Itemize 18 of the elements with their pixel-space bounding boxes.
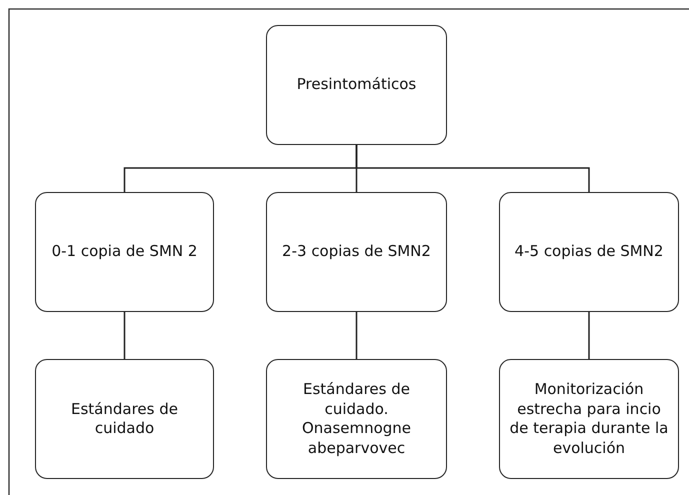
box-label: 0-1 copia de SMN 2 bbox=[52, 242, 198, 262]
box-label: 4-5 copias de SMN2 bbox=[514, 242, 664, 262]
rounded-box bbox=[499, 192, 679, 312]
rounded-box bbox=[35, 192, 214, 312]
box-label: 2-3 copias de SMN2 bbox=[282, 242, 431, 262]
connector-line bbox=[124, 312, 126, 359]
box-label: Estándares de cuidado bbox=[70, 400, 179, 438]
rounded-box bbox=[35, 359, 214, 479]
rounded-box bbox=[266, 25, 447, 145]
connector-line bbox=[356, 145, 590, 192]
rounded-box bbox=[499, 359, 679, 479]
rounded-box bbox=[266, 192, 447, 312]
box-label: Estándares de cuidado. Onasemnogne abeparvovec bbox=[300, 380, 412, 458]
connector-line bbox=[356, 312, 358, 359]
rounded-box bbox=[266, 359, 447, 479]
connector-line bbox=[588, 312, 590, 359]
box-label: Monitorización estrecha para incio de terapia durante la evolución bbox=[508, 380, 670, 458]
box-label: Presintomáticos bbox=[296, 75, 416, 95]
